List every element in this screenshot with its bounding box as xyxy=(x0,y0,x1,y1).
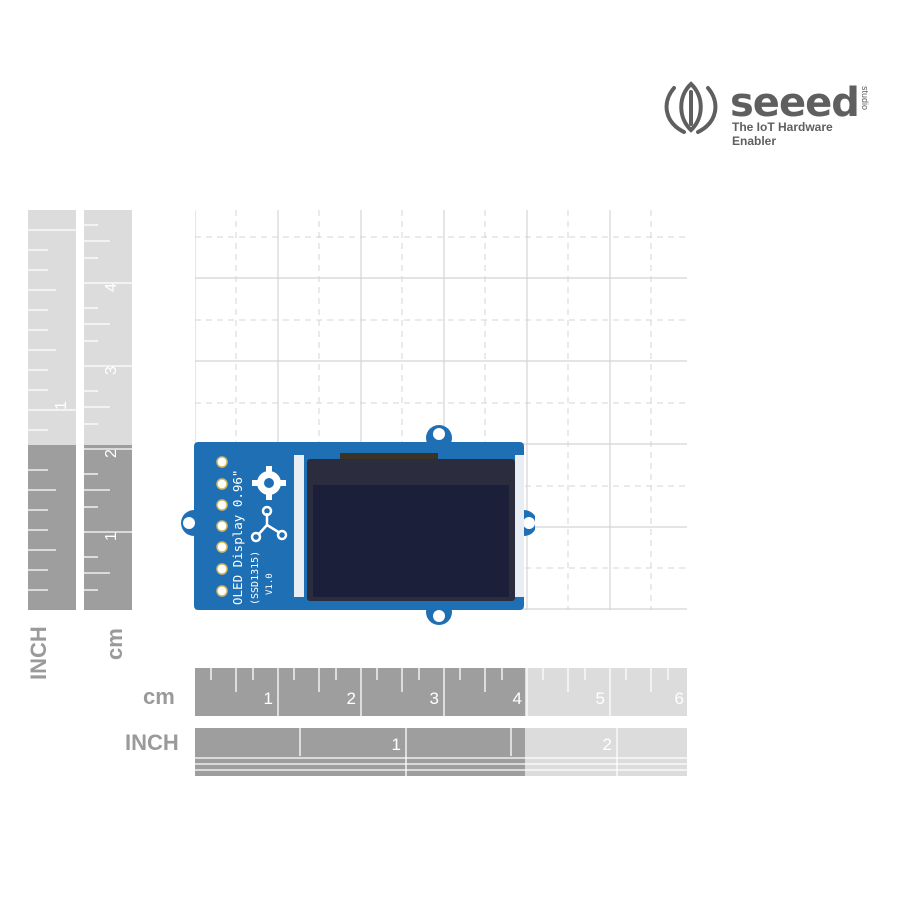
seeed-logo: seeed studio The IoT Hardware Enabler xyxy=(660,78,880,148)
hruler-cm-tick-6: 6 xyxy=(675,689,684,708)
vruler-cm-tick-2: 2 xyxy=(103,449,120,458)
hruler-inch-tick-1: 1 xyxy=(392,735,401,754)
oled-display-board: OLED Display 0.96" (SSD1315) V1.0 xyxy=(181,425,535,625)
vertical-cm-ruler: 4 3 2 1 xyxy=(84,210,132,610)
vertical-inch-ruler: 1 xyxy=(28,210,76,610)
brand-suffix: studio xyxy=(860,86,870,111)
hruler-cm-tick-4: 4 xyxy=(513,689,522,708)
oled-screen xyxy=(313,485,509,597)
hruler-cm-tick-1: 1 xyxy=(264,689,273,708)
hruler-cm-tick-2: 2 xyxy=(347,689,356,708)
mount-hole-right xyxy=(523,517,535,529)
mount-hole-left xyxy=(183,517,195,529)
vertical-inch-label: INCH xyxy=(26,626,51,680)
vruler-cm-tick-4: 4 xyxy=(103,283,120,292)
hruler-inch-tick-2: 2 xyxy=(603,735,612,754)
silkscreen-chip: (SSD1315) xyxy=(250,551,261,605)
hruler-cm-tick-3: 3 xyxy=(430,689,439,708)
silkscreen-title: OLED Display 0.96" xyxy=(230,470,245,605)
brand-name: seeed xyxy=(730,80,860,126)
brand-tagline: The IoT Hardware Enabler xyxy=(732,120,833,148)
silkscreen-version: V1.0 xyxy=(265,573,275,595)
gear-icon xyxy=(252,466,286,500)
horizontal-cm-label: cm xyxy=(143,684,175,709)
network-icon xyxy=(250,505,288,543)
hruler-cm-tick-5: 5 xyxy=(596,689,605,708)
vruler-cm-tick-1: 1 xyxy=(103,532,120,541)
horizontal-inch-ruler: 1 2 xyxy=(195,728,687,776)
mount-hole-bottom xyxy=(433,610,445,622)
vertical-cm-label: cm xyxy=(102,628,127,660)
mount-hole-top xyxy=(433,428,445,440)
seeed-emblem-icon xyxy=(664,81,718,134)
horizontal-inch-label: INCH xyxy=(125,730,179,755)
vruler-inch-tick-1: 1 xyxy=(53,401,70,410)
vruler-cm-tick-3: 3 xyxy=(103,366,120,375)
horizontal-cm-ruler: 1 2 3 4 5 6 xyxy=(195,668,687,716)
